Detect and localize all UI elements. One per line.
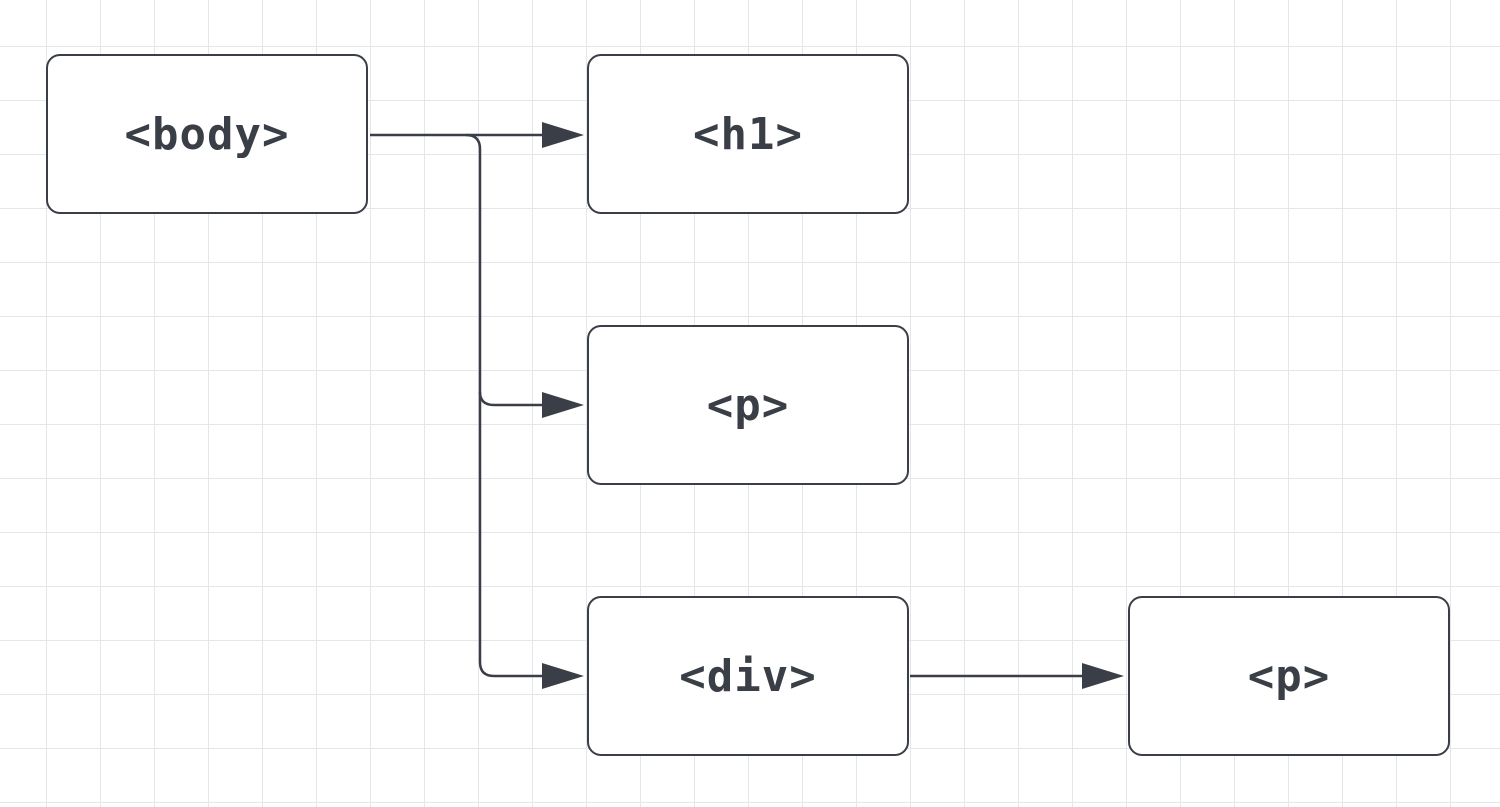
arrowhead-body-to-h1 [542,122,584,148]
node-div[interactable]: <div> [587,596,909,756]
edge-body-to-div[interactable] [478,392,545,678]
edge-body-to-p[interactable] [465,133,545,407]
node-p-label: <p> [706,379,790,431]
node-h1-label: <h1> [693,108,803,160]
arrowhead-div-to-p [1082,663,1124,689]
node-h1[interactable]: <h1> [587,54,909,214]
arrowhead-body-to-p [542,392,584,418]
node-p[interactable]: <p> [587,325,909,485]
arrowhead-body-to-div [542,663,584,689]
node-body-label: <body> [124,108,290,160]
node-div-p-label: <p> [1247,650,1331,702]
node-body[interactable]: <body> [46,54,368,214]
node-div-label: <div> [679,650,817,702]
node-div-p[interactable]: <p> [1128,596,1450,756]
